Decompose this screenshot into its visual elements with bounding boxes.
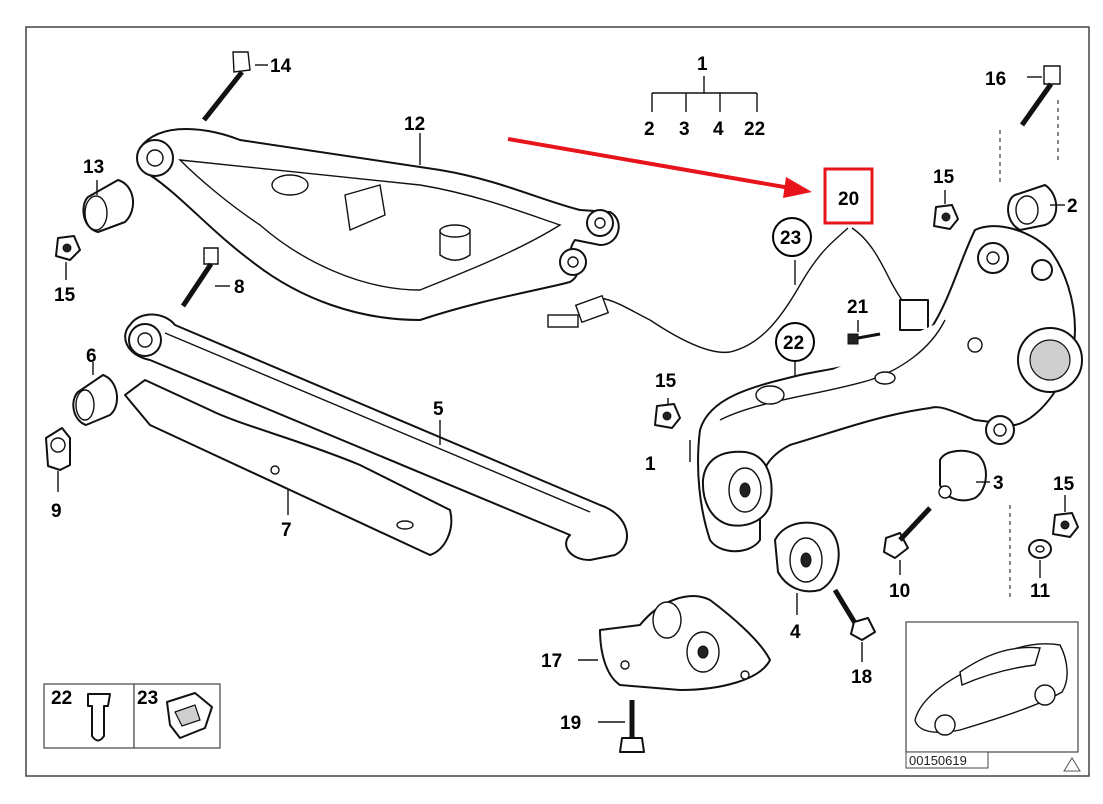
nut-15-lower-right xyxy=(1052,495,1079,538)
bolt-19 xyxy=(598,700,645,753)
callout-20: 20 xyxy=(838,189,859,210)
bushing-2-right xyxy=(1007,184,1065,231)
callout-10: 10 xyxy=(889,581,910,602)
callout-14: 14 xyxy=(270,56,292,77)
callout-18: 18 xyxy=(851,667,872,688)
callout-1-mid: 1 xyxy=(645,454,656,475)
callout-15-left: 15 xyxy=(54,285,76,306)
callout-4-bottom: 4 xyxy=(790,622,801,643)
washer-11 xyxy=(1009,505,1052,600)
callout-13: 13 xyxy=(83,157,104,178)
highlight-arrow xyxy=(507,137,812,198)
bolt-10 xyxy=(883,506,932,575)
bolt-21 xyxy=(847,320,881,345)
warning-triangle-icon xyxy=(1063,757,1081,772)
callout-19: 19 xyxy=(560,713,581,734)
circled-23 xyxy=(772,217,812,257)
callout-15-lower-right: 15 xyxy=(1053,474,1075,495)
bushing-4 xyxy=(774,521,840,615)
callout-15-mid: 15 xyxy=(655,371,677,392)
image-code: 00150619 xyxy=(909,753,967,768)
callout-5: 5 xyxy=(433,399,444,420)
vehicle-thumbnail xyxy=(905,621,1079,753)
trailing-arm-1 xyxy=(667,225,1083,553)
callout-7: 7 xyxy=(281,520,292,541)
sensor-cable-23 xyxy=(547,227,929,354)
nut-15-left xyxy=(55,235,81,280)
group-bracket: 1 2 3 4 22 xyxy=(644,54,765,140)
callout-4-group: 4 xyxy=(713,119,724,140)
callout-21: 21 xyxy=(847,297,869,318)
bolt-16 xyxy=(999,65,1061,185)
image-code-box xyxy=(905,751,989,769)
trailing-rod-5 xyxy=(124,313,628,561)
callout-11: 11 xyxy=(1030,581,1051,602)
nut-15-mid xyxy=(654,403,681,429)
callout-23-circled: 23 xyxy=(780,228,801,249)
callout-2-right: 2 xyxy=(1067,196,1078,217)
diagram-frame xyxy=(25,26,1090,777)
callout-8: 8 xyxy=(234,277,245,298)
callout-17: 17 xyxy=(541,651,562,672)
upper-control-arm xyxy=(136,128,620,321)
inset-22-box xyxy=(43,683,135,749)
mount-bracket-17 xyxy=(578,595,771,691)
shield-7 xyxy=(124,379,453,556)
bolt-8 xyxy=(180,247,230,308)
callout-2-group: 2 xyxy=(644,119,655,140)
callout-16: 16 xyxy=(985,69,1006,90)
callout-9: 9 xyxy=(51,501,62,522)
callout-12: 12 xyxy=(404,114,425,135)
callout-22-group: 22 xyxy=(744,119,765,140)
inset-23-label: 23 xyxy=(137,688,158,709)
inset-23-box xyxy=(133,683,221,749)
callout-6: 6 xyxy=(86,346,97,367)
callout-3-group: 3 xyxy=(679,119,690,140)
highlight-box-20 xyxy=(823,167,874,225)
bushing-6 xyxy=(72,362,119,426)
bushing-3 xyxy=(938,449,990,502)
bracket-9 xyxy=(45,427,71,492)
nut-15-upper-right xyxy=(933,190,959,230)
bolt-14 xyxy=(202,51,268,122)
bolt-18 xyxy=(832,588,876,662)
callout-22-circled: 22 xyxy=(783,333,804,354)
callout-15-upper-right: 15 xyxy=(933,167,955,188)
bushing-13 xyxy=(82,179,134,233)
inset-22-label: 22 xyxy=(51,688,72,709)
callout-1-top: 1 xyxy=(697,54,708,75)
callout-3-right: 3 xyxy=(993,473,1004,494)
